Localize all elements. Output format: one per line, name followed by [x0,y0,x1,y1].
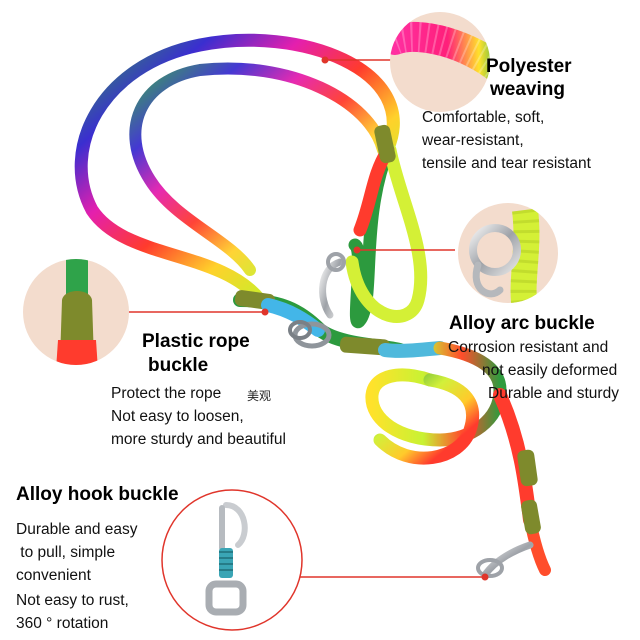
hook-clip-icon [223,502,248,548]
center-hook [319,258,344,319]
bottom-hook [481,541,534,579]
rope-buckle-title-line1: Plastic rope [142,331,250,352]
leash-handle-yellow [345,143,428,323]
blue-segment [261,298,325,337]
badge-polyester [390,12,490,112]
blue-segment-right [378,341,447,358]
leash-loop-lower [365,341,507,447]
polyester-desc-3: tensile and tear resistant [422,155,591,172]
badge-arc-buckle [458,203,558,303]
hook-buckle-desc-4: Not easy to rust, [16,592,129,609]
leash-loop-inner [129,62,389,276]
hook-buckle-desc-1: Durable and easy [16,521,138,538]
upper-ferrule [374,124,396,164]
hook-buckle-desc-5: 360 ° rotation [16,615,109,632]
hook-buckle-desc-3: convenient [16,567,91,584]
polyester-desc-1: Comfortable, soft, [422,109,545,126]
arc-buckle-desc-2: not easily deformed [482,362,618,379]
leash-lower-outer [373,373,480,465]
center-ring-2 [288,320,312,340]
lower-ferrule [517,449,538,487]
rope-buckle-desc-2: Not easy to loosen, [111,408,244,425]
arc-buckle-desc-1: Corrosion resistant and [448,339,609,356]
bottom-ferrule [521,499,541,535]
hook-buckle-desc-2: to pull, simple [16,544,116,561]
arc-buckle-title: Alloy arc buckle [449,313,595,334]
badge-hook-buckle [161,489,303,631]
leash-loop-upper [74,33,400,307]
polyester-desc-2: wear-resistant, [422,132,524,149]
rope-buckle-watermark: 美观 [247,389,272,403]
rope-buckle-desc-3: more sturdy and beautiful [111,431,286,448]
hook-buckle-title: Alloy hook buckle [16,484,179,505]
polyester-title-line2: weaving [490,79,565,100]
rope-buckle-desc-1: Protect the rope [111,385,222,402]
polyester-title-line1: Polyester [486,56,572,77]
arc-buckle-desc-3: Durable and sturdy [488,385,619,402]
badge-rope-buckle [23,259,129,365]
center-ferrule-2 [339,336,391,356]
rope-buckle-title-line2: buckle [148,355,209,376]
